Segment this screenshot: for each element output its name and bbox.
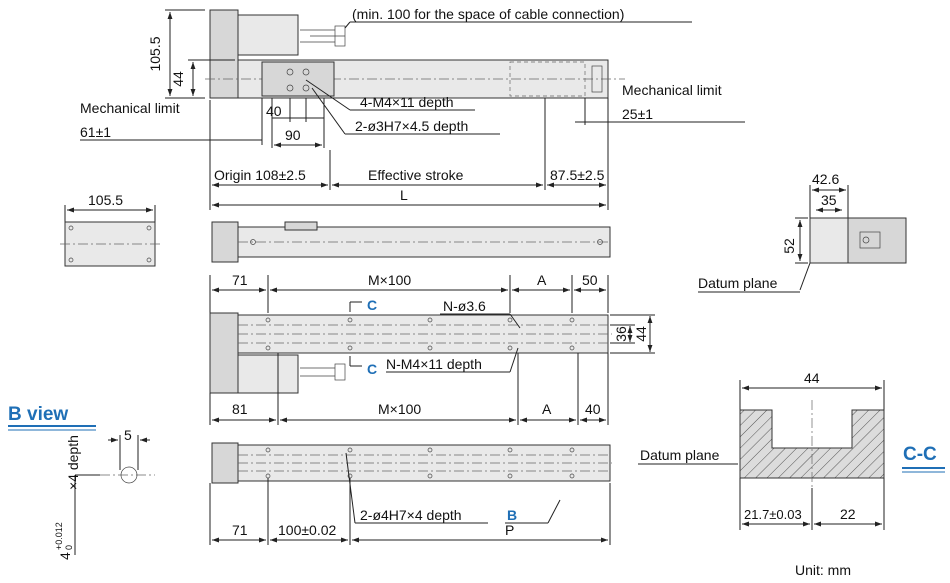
connector-icon xyxy=(862,236,870,244)
dim-71-top: 71 xyxy=(232,272,248,288)
cable-plug-top xyxy=(334,25,346,47)
cc-section: 44 Datum plane C-C 21.7±0.03 22 xyxy=(638,370,945,530)
origin: Origin 108±2.5 xyxy=(214,167,306,183)
front-view xyxy=(211,221,611,263)
pin-2o4: 2-ø4H7×4 depth xyxy=(360,507,462,523)
top-view: 105.5 44 (min. 100 for the space of cabl… xyxy=(80,6,745,210)
A-mid: A xyxy=(542,401,552,417)
unit-label: Unit: mm xyxy=(795,562,851,578)
tol-zero: 0 xyxy=(64,545,74,550)
dim-22: 22 xyxy=(840,506,856,522)
cc-label: C-C xyxy=(903,444,937,465)
dim-44-v: 44 xyxy=(170,71,186,87)
m100-mid: M×100 xyxy=(378,401,421,417)
cc-profile xyxy=(739,409,885,479)
mech-limit-left: Mechanical limit xyxy=(80,100,180,116)
hole-icon xyxy=(302,84,310,92)
end-body-right xyxy=(809,217,849,264)
motor-box-mid xyxy=(237,354,299,394)
pin-dia: 4 xyxy=(57,552,73,560)
dim-71-bot: 71 xyxy=(232,522,248,538)
tol-plus: +0.012 xyxy=(54,522,64,550)
motor-end-right xyxy=(847,217,907,264)
hole-icon xyxy=(302,68,310,76)
hole-row xyxy=(265,317,575,351)
dim-50: 50 xyxy=(582,272,598,288)
P: P xyxy=(505,522,514,538)
motor-front xyxy=(211,221,239,263)
section-c-bottom: C xyxy=(367,361,377,377)
slider-front xyxy=(284,221,318,231)
cable-connector-top xyxy=(300,29,345,43)
dim-44-side: 44 xyxy=(633,326,649,342)
dim-35: 35 xyxy=(821,192,837,208)
slider-stroke-end xyxy=(509,61,586,97)
n-o3-6: N-ø3.6 xyxy=(443,298,486,314)
motor-box-top xyxy=(237,14,299,56)
hole-icon xyxy=(286,68,294,76)
mech-limit-right: Mechanical limit xyxy=(622,82,722,98)
dim-81: 81 xyxy=(232,401,248,417)
datum-plane-2: Datum plane xyxy=(640,447,720,463)
A-top: A xyxy=(537,272,547,288)
dim-5: 5 xyxy=(124,427,132,443)
section-c-top: C xyxy=(367,297,377,313)
dim-44-cc: 44 xyxy=(804,370,820,386)
dim-52: 52 xyxy=(781,238,797,254)
dim-42-6: 42.6 xyxy=(812,171,839,187)
cable-connector-mid xyxy=(300,367,335,377)
dim-21-7: 21.7±0.03 xyxy=(744,507,802,522)
m100-top: M×100 xyxy=(368,272,411,288)
middle-view: 71 M×100 A 50 C C N-ø3 xyxy=(209,272,655,425)
dim-100-002: 100±0.02 xyxy=(278,522,337,538)
cable-note: (min. 100 for the space of cable connect… xyxy=(352,6,624,22)
dim-36: 36 xyxy=(613,326,629,342)
motor-body-top xyxy=(209,9,239,99)
hole-icon xyxy=(286,84,294,92)
dim-105-5-h: 105.5 xyxy=(88,192,123,208)
b-view: B view 5 ×4 depth 4 +0.012 0 xyxy=(8,404,155,560)
tap-4m4: 4-M4×11 depth xyxy=(360,94,454,110)
dim-40-mid: 40 xyxy=(585,401,601,417)
dim-40: 40 xyxy=(266,103,282,119)
dim-25: 25±1 xyxy=(622,106,653,122)
slider-top xyxy=(261,61,335,97)
end-view-right: 42.6 35 52 Datum plane xyxy=(698,171,907,293)
pin-hole-icon xyxy=(120,466,138,484)
B-marker: B xyxy=(507,507,517,523)
bottom-view: 71 100±0.02 P 2-ø4H7×4 depth B xyxy=(209,442,612,545)
motor-mid xyxy=(209,312,239,394)
dim-90: 90 xyxy=(285,127,301,143)
effective-stroke: Effective stroke xyxy=(368,167,464,183)
datum-plane-1: Datum plane xyxy=(698,275,778,291)
motor-bottom xyxy=(211,442,239,484)
dim-87-5: 87.5±2.5 xyxy=(550,167,605,183)
dim-105-5-v: 105.5 xyxy=(147,36,163,71)
end-view-left: 105.5 xyxy=(60,192,160,267)
pin-2o3: 2-ø3H7×4.5 depth xyxy=(355,118,468,134)
n-m4: N-M4×11 depth xyxy=(386,356,482,372)
b-view-title: B view xyxy=(8,404,68,425)
dim-61: 61±1 xyxy=(80,124,111,140)
pin-depth: ×4 depth xyxy=(65,435,81,490)
dim-L: L xyxy=(400,187,408,203)
end-cap-top xyxy=(591,65,603,93)
